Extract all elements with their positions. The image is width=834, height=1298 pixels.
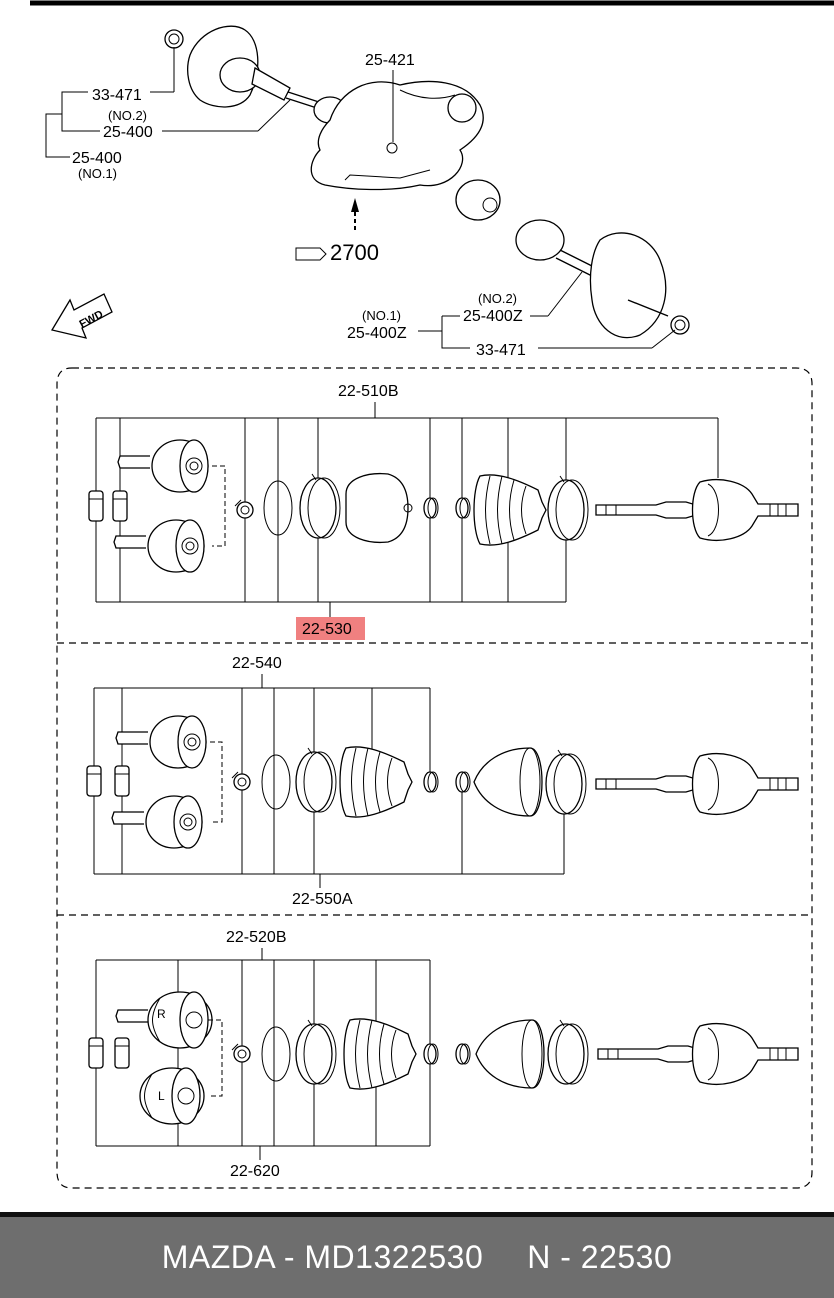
outer-boot-3-part bbox=[475, 1019, 545, 1089]
kit1-top-label: 22-510B bbox=[338, 383, 399, 400]
label-25-421: 25-421 bbox=[365, 52, 415, 69]
left-hub-nut-part bbox=[164, 29, 184, 49]
mark-l: L bbox=[158, 1089, 165, 1103]
footer-bar: MAZDA - MD1322530 N - 22530 bbox=[0, 1212, 834, 1298]
clip-2b-part bbox=[455, 771, 471, 793]
band-1a-part bbox=[299, 473, 341, 539]
label-no1-left: (NO.1) bbox=[78, 166, 117, 181]
bushing-1b-part bbox=[112, 490, 128, 522]
left-boot-part bbox=[251, 66, 291, 101]
circlip-1-part bbox=[234, 499, 254, 519]
label-25-400z-no2: 25-400Z bbox=[463, 308, 523, 325]
label-33-471-left: 33-471 bbox=[92, 87, 142, 104]
inner-housing-3r-part: R bbox=[115, 991, 213, 1049]
right-knuckle-part bbox=[589, 232, 667, 339]
inner-housing-2a-part bbox=[115, 715, 207, 769]
differential-housing-part bbox=[310, 80, 484, 191]
reference-icon bbox=[295, 247, 327, 261]
outer-boot-2-part bbox=[473, 747, 543, 817]
clip-1b-part bbox=[455, 497, 471, 519]
band-2a-part bbox=[295, 747, 337, 813]
kit2-bottom-label: 22-550A bbox=[292, 891, 353, 908]
clip-2a-part bbox=[423, 771, 439, 793]
fwd-arrow-icon bbox=[50, 293, 113, 339]
footer-code: N - 22530 bbox=[527, 1239, 673, 1275]
footer-brand: MAZDA - MD1322530 bbox=[161, 1239, 484, 1275]
band-2b-part bbox=[545, 749, 587, 815]
shaft-3-part bbox=[597, 1045, 709, 1063]
outer-joint-2-part bbox=[691, 752, 799, 816]
clip-25-421-part bbox=[386, 142, 398, 154]
boot-1-part bbox=[345, 472, 413, 544]
kit3-top-label: 22-520B bbox=[226, 929, 287, 946]
mark-r: R bbox=[157, 1007, 166, 1021]
label-2700: 2700 bbox=[330, 240, 379, 265]
ref-arrow-2700 bbox=[351, 198, 359, 212]
label-25-400-no1-left: 25-400 bbox=[72, 150, 122, 167]
snapring-2-part bbox=[261, 754, 291, 810]
outer-joint-1-part bbox=[691, 478, 799, 542]
label-25-400z-no1: 25-400Z bbox=[347, 325, 407, 342]
kit-3: 22-520B 22-620 R L bbox=[88, 929, 799, 1180]
clip-3a-part bbox=[423, 1043, 439, 1065]
parts-diagram: 33-471 (NO.2) 25-400 25-400 (NO.1) 25-42… bbox=[30, 0, 834, 1189]
label-no1-right: (NO.1) bbox=[362, 308, 401, 323]
bushing-2b-part bbox=[114, 765, 130, 797]
band-1b-part bbox=[547, 475, 589, 541]
right-hub-nut-part bbox=[670, 315, 690, 335]
inner-housing-3l-part: L bbox=[139, 1067, 205, 1125]
snapring-3-part bbox=[261, 1026, 291, 1082]
kit-2: 22-540 22-550A bbox=[86, 655, 799, 908]
highlight-box bbox=[296, 617, 365, 640]
clip-1a-part bbox=[423, 497, 439, 519]
right-output-flange-part bbox=[455, 179, 501, 221]
inner-housing-1a-part bbox=[117, 439, 209, 493]
bushing-3b-part bbox=[114, 1037, 130, 1069]
kits-frame bbox=[56, 367, 813, 1189]
shaft-1-part bbox=[595, 501, 707, 519]
overview-assembly: 33-471 (NO.2) 25-400 25-400 (NO.1) 25-42… bbox=[45, 25, 690, 359]
bushing-2a-part bbox=[86, 765, 102, 797]
band-3b-part bbox=[547, 1019, 589, 1085]
inner-housing-2b-part bbox=[111, 795, 203, 849]
inner-housing-1b-part bbox=[113, 519, 205, 573]
label-33-471-right: 33-471 bbox=[476, 342, 526, 359]
circlip-3-part bbox=[231, 1043, 251, 1063]
inner-boot-2-part bbox=[339, 746, 413, 818]
inner-boot-1-part bbox=[473, 474, 547, 546]
outer-joint-3-part bbox=[691, 1022, 799, 1086]
kit3-bottom-label: 22-620 bbox=[230, 1163, 280, 1180]
bushing-3a-part bbox=[88, 1037, 104, 1069]
label-no2-right: (NO.2) bbox=[478, 291, 517, 306]
kit1-bottom-label: 22-530 bbox=[302, 621, 352, 638]
band-3a-part bbox=[295, 1019, 337, 1085]
kit-1: 22-510B 22-530 bbox=[88, 383, 799, 640]
shaft-2-part bbox=[595, 775, 707, 793]
label-25-400-left: 25-400 bbox=[103, 124, 153, 141]
circlip-2-part bbox=[231, 771, 251, 791]
right-inner-boot-part bbox=[515, 219, 565, 261]
label-no2-left: (NO.2) bbox=[108, 108, 147, 123]
bushing-1a-part bbox=[88, 490, 104, 522]
kit2-top-label: 22-540 bbox=[232, 655, 282, 672]
inner-boot-3-part bbox=[343, 1018, 417, 1090]
clip-3b-part bbox=[455, 1043, 471, 1065]
